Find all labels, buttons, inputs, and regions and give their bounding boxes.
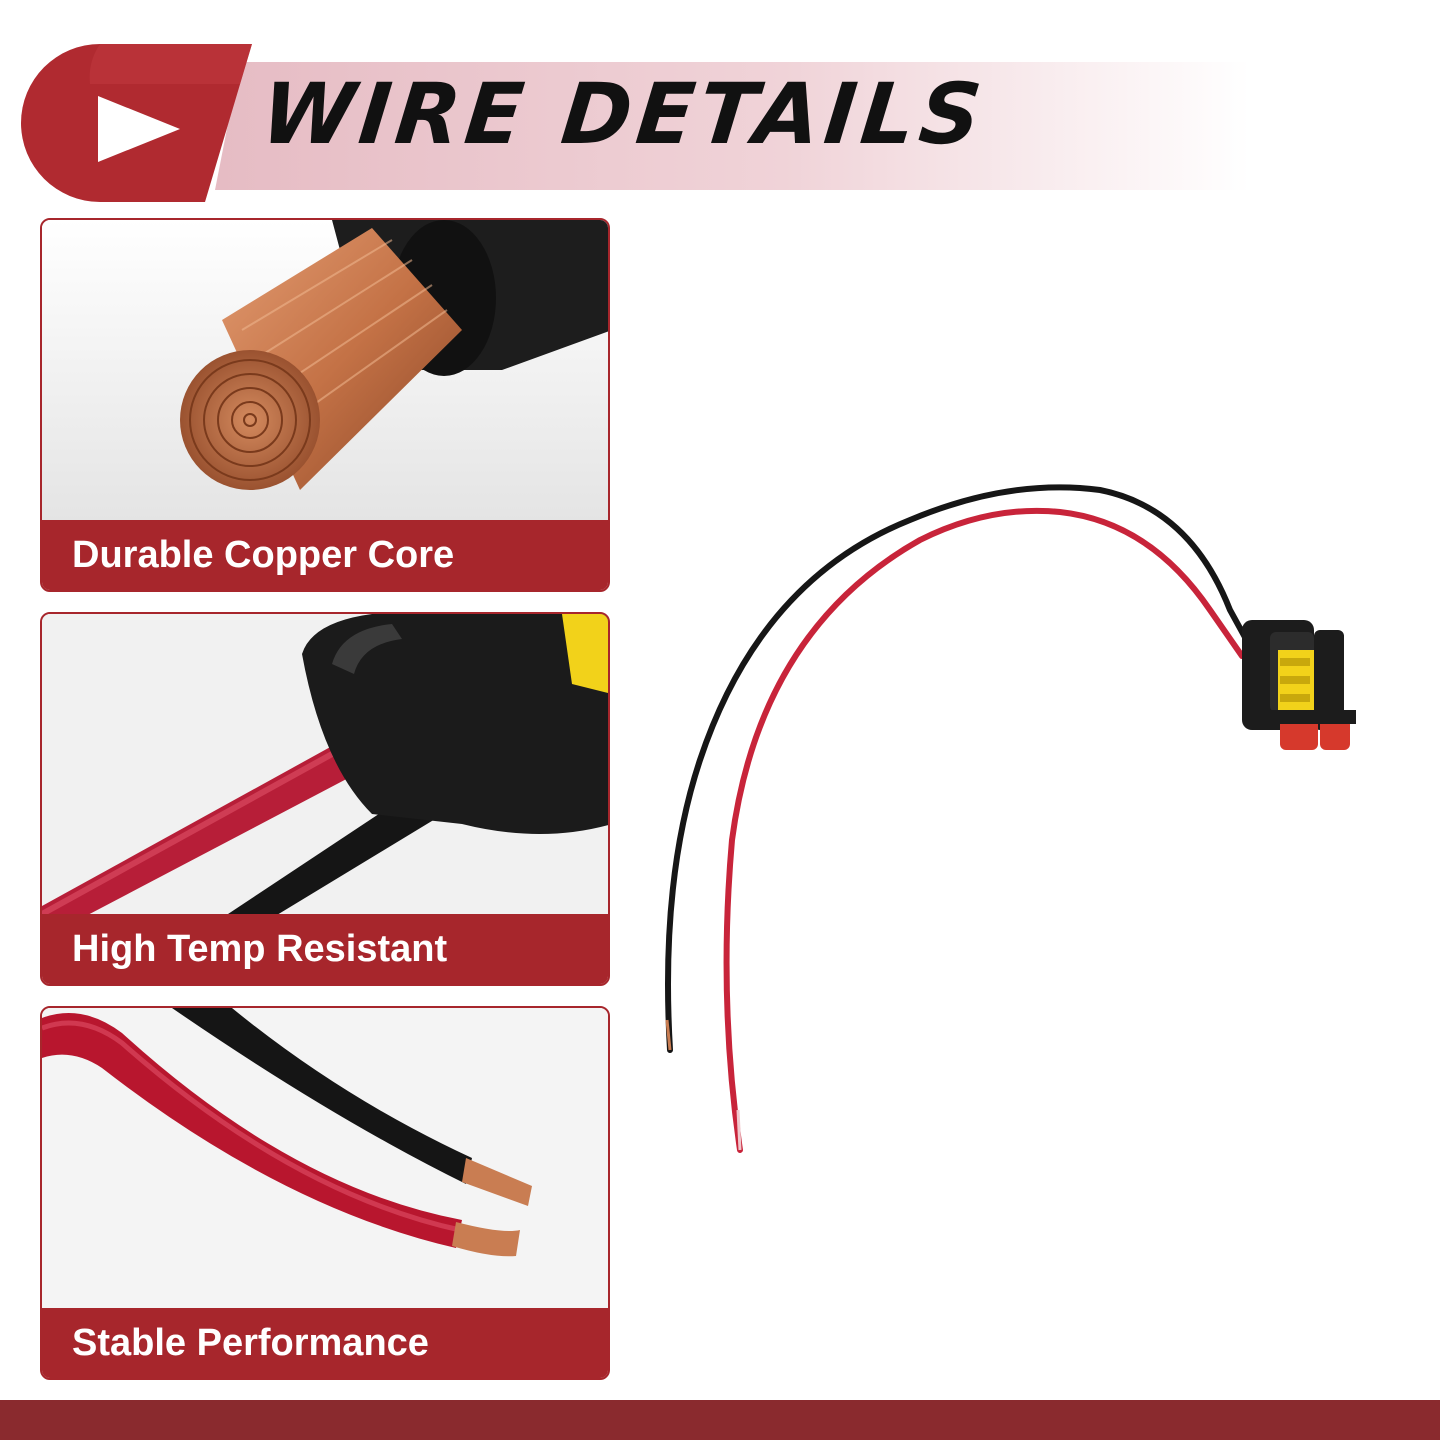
footer-bar (0, 1400, 1440, 1440)
stripped-wire-ends-photo (42, 1008, 608, 1312)
wire-harness-connector-photo (665, 484, 1356, 1153)
copper-core-photo (42, 220, 608, 524)
page-title: WIRE DETAILS (256, 65, 991, 163)
feature-label: Durable Copper Core (42, 520, 608, 590)
play-icon (98, 96, 180, 162)
connector-closeup-photo (42, 614, 608, 918)
feature-card-high-temp: High Temp Resistant (40, 612, 610, 986)
feature-label: Stable Performance (42, 1308, 608, 1378)
feature-card-stable-performance: Stable Performance (40, 1006, 610, 1380)
feature-label: High Temp Resistant (42, 914, 608, 984)
header-banner: WIRE DETAILS (0, 0, 1440, 210)
feature-card-copper-core: Durable Copper Core (40, 218, 610, 592)
